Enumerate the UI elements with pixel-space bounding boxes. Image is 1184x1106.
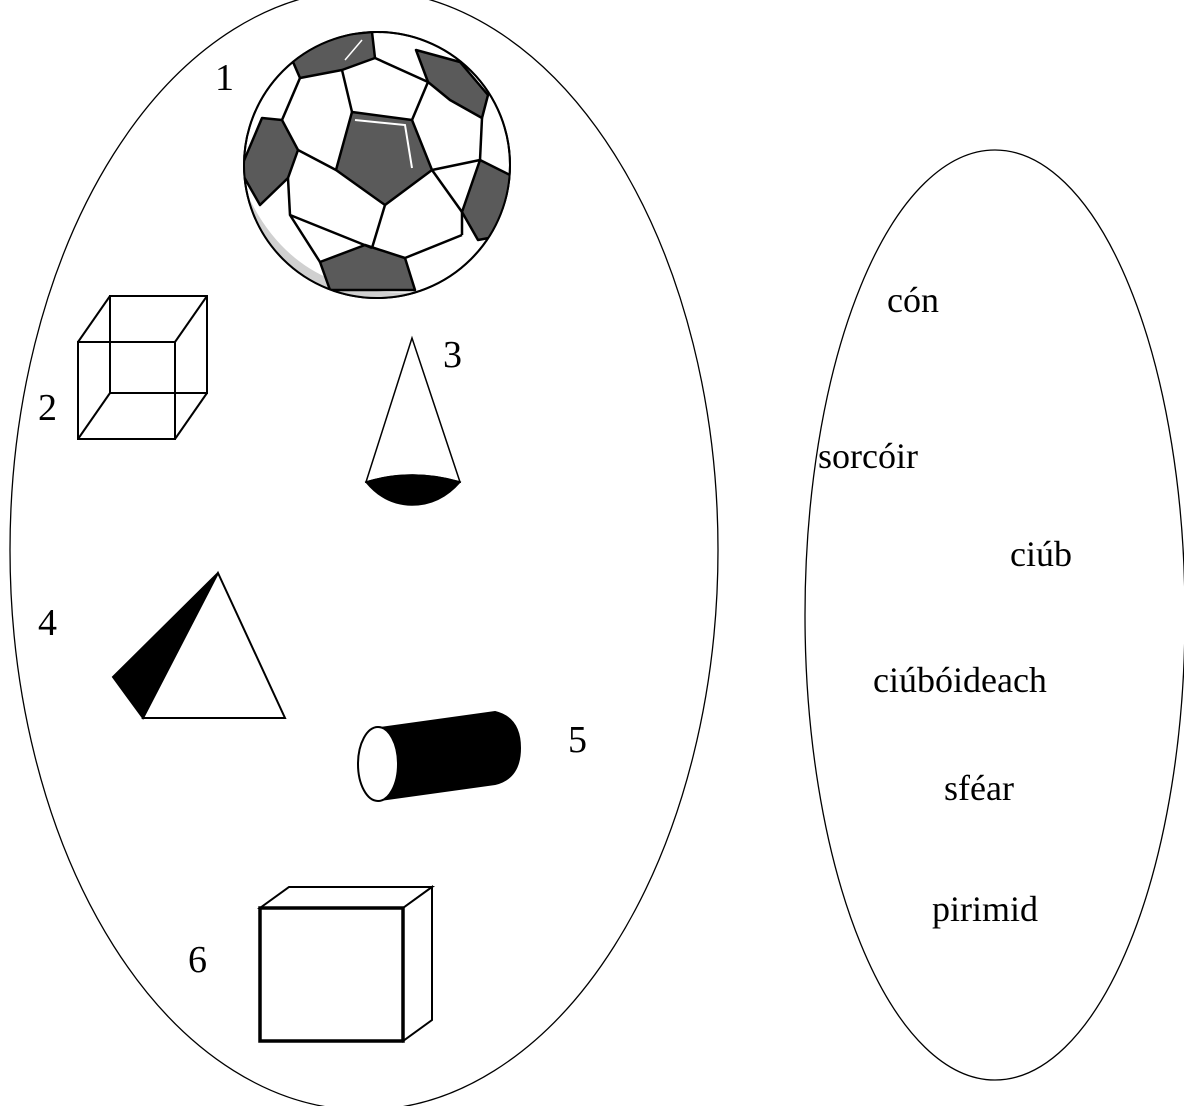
shape-number-4: 4 xyxy=(38,602,57,644)
word-sorcoir: sorcóir xyxy=(818,436,918,476)
cuboid-shape xyxy=(256,885,436,1043)
shapes-oval xyxy=(9,0,719,1106)
shape-number-2: 2 xyxy=(38,387,57,429)
word-ciuboideach: ciúbóideach xyxy=(873,660,1047,700)
word-sfear: sféar xyxy=(944,768,1014,808)
word-ciub: ciúb xyxy=(1010,534,1072,574)
pyramid-shape xyxy=(111,570,287,720)
word-pirimid: pirimid xyxy=(932,889,1038,929)
cube-shape xyxy=(77,295,208,440)
shape-number-1: 1 xyxy=(215,57,234,99)
words-oval xyxy=(804,149,1184,1081)
sphere-shape xyxy=(243,31,511,299)
cone-shape xyxy=(364,335,462,506)
shape-number-3: 3 xyxy=(443,334,462,376)
shape-number-5: 5 xyxy=(568,719,587,761)
word-con: cón xyxy=(887,280,939,320)
cylinder-shape xyxy=(357,710,522,802)
shape-number-6: 6 xyxy=(188,939,207,981)
